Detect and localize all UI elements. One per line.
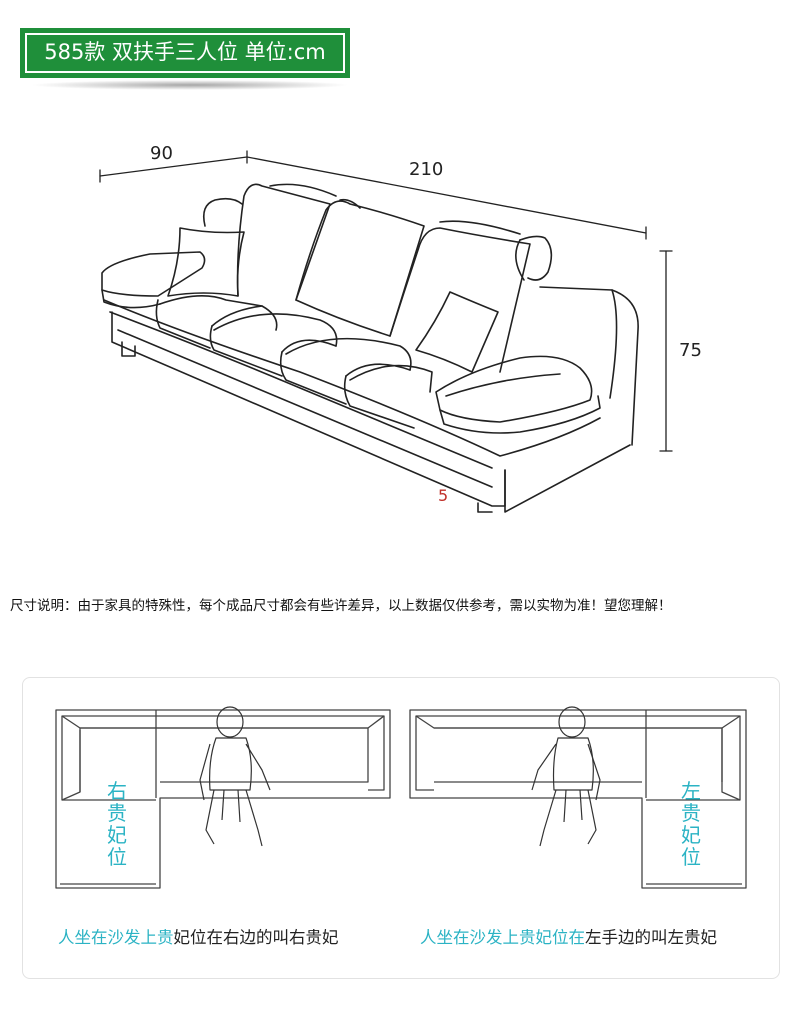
bolster-roll <box>515 235 553 281</box>
left-armrest <box>101 197 243 309</box>
throw-pillow-left <box>167 227 245 297</box>
left-chaise-label: 左贵妃位 <box>681 779 701 869</box>
seat-cushions <box>103 295 601 469</box>
sofa-base <box>111 311 631 513</box>
caption-right-highlight: 人坐在沙发上贵妃位在 <box>420 928 585 947</box>
person-right <box>531 706 601 847</box>
back-cushions <box>236 183 531 373</box>
dimension-width: 210 <box>409 159 444 180</box>
size-note: 尺寸说明：由于家具的特殊性，每个成品尺寸都会有些许差异，以上数据仅供参考，需以实… <box>10 598 672 614</box>
person-left <box>199 706 271 847</box>
right-sofa-outline <box>409 709 747 889</box>
dimension-height: 75 <box>679 340 702 361</box>
right-chaise-label: 右贵妃位 <box>107 779 127 869</box>
throw-pillow-right <box>415 291 499 373</box>
dimension-depth: 90 <box>150 143 173 164</box>
left-sofa-outline <box>55 709 391 889</box>
caption-right-rest: 左手边的叫左贵妃 <box>585 928 717 947</box>
page-title: 585款 双扶手三人位 单位:cm <box>44 40 326 64</box>
caption-left-highlight: 人坐在沙发上贵 <box>58 928 174 947</box>
dimension-mark: 5 <box>438 486 449 505</box>
title-banner: 585款 双扶手三人位 单位:cm <box>20 28 350 90</box>
right-armrest <box>435 355 601 434</box>
sofa-drawing <box>99 150 673 513</box>
dimension-lines <box>99 150 673 452</box>
caption-right: 人坐在沙发上贵妃位在左手边的叫左贵妃 <box>420 924 717 948</box>
chaise-explanation-panel <box>22 677 780 979</box>
sofa-right-side <box>539 286 639 446</box>
caption-left: 人坐在沙发上贵妃位在右边的叫右贵妃 <box>58 924 339 948</box>
caption-left-rest: 妃位在右边的叫右贵妃 <box>173 928 339 947</box>
title-box: 585款 双扶手三人位 单位:cm <box>20 28 350 78</box>
title-inner-border <box>25 33 345 73</box>
title-shadow <box>30 80 350 90</box>
